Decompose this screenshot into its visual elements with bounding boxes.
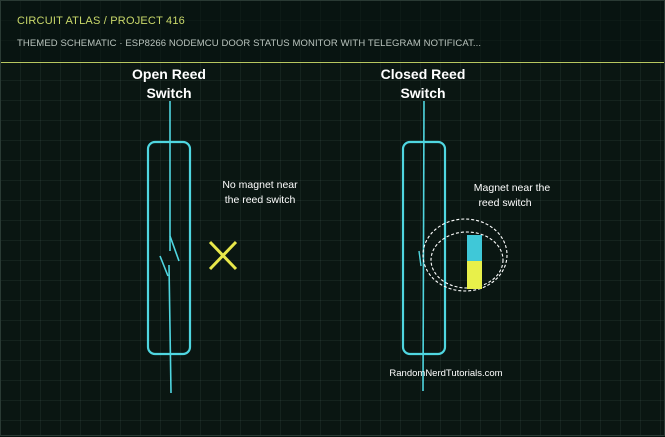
open-lower-contact (159, 255, 169, 277)
magnet-icon (467, 235, 482, 289)
open-reed-switch: Open Reed Switch No magnet near the reed… (132, 66, 298, 394)
breadcrumb[interactable]: CIRCUIT ATLAS / PROJECT 416 (17, 15, 186, 27)
closed-reed-switch: Closed Reed Switch Magnet near the reed … (381, 66, 551, 392)
page-subtitle: THEMED SCHEMATIC · ESP8266 NODEMCU DOOR … (17, 38, 482, 49)
open-note-line1: No magnet near (222, 179, 298, 191)
open-note-line2: the reed switch (225, 194, 296, 206)
open-glass-tube (146, 140, 192, 356)
open-bottom-lead (168, 264, 172, 394)
no-magnet-cross-icon (208, 240, 238, 271)
closed-lead-wire (422, 100, 425, 392)
open-title-line2: Switch (146, 85, 191, 101)
magnet-south-pole (467, 261, 482, 289)
closed-note-line2: reed switch (478, 197, 531, 209)
closed-note-line1: Magnet near the (474, 182, 551, 194)
magnet-north-pole (467, 235, 482, 261)
open-title-line1: Open Reed (132, 66, 206, 82)
page-header: CIRCUIT ATLAS / PROJECT 416 THEMED SCHEM… (1, 1, 664, 63)
closed-contact-overlap (418, 250, 422, 267)
closed-glass-tube (401, 140, 447, 356)
credit-text: RandomNerdTutorials.com (389, 368, 502, 379)
closed-title-line2: Switch (400, 85, 445, 101)
closed-title-line1: Closed Reed (381, 66, 466, 82)
magnetic-field-lines (422, 218, 508, 292)
open-upper-contact (169, 235, 180, 262)
